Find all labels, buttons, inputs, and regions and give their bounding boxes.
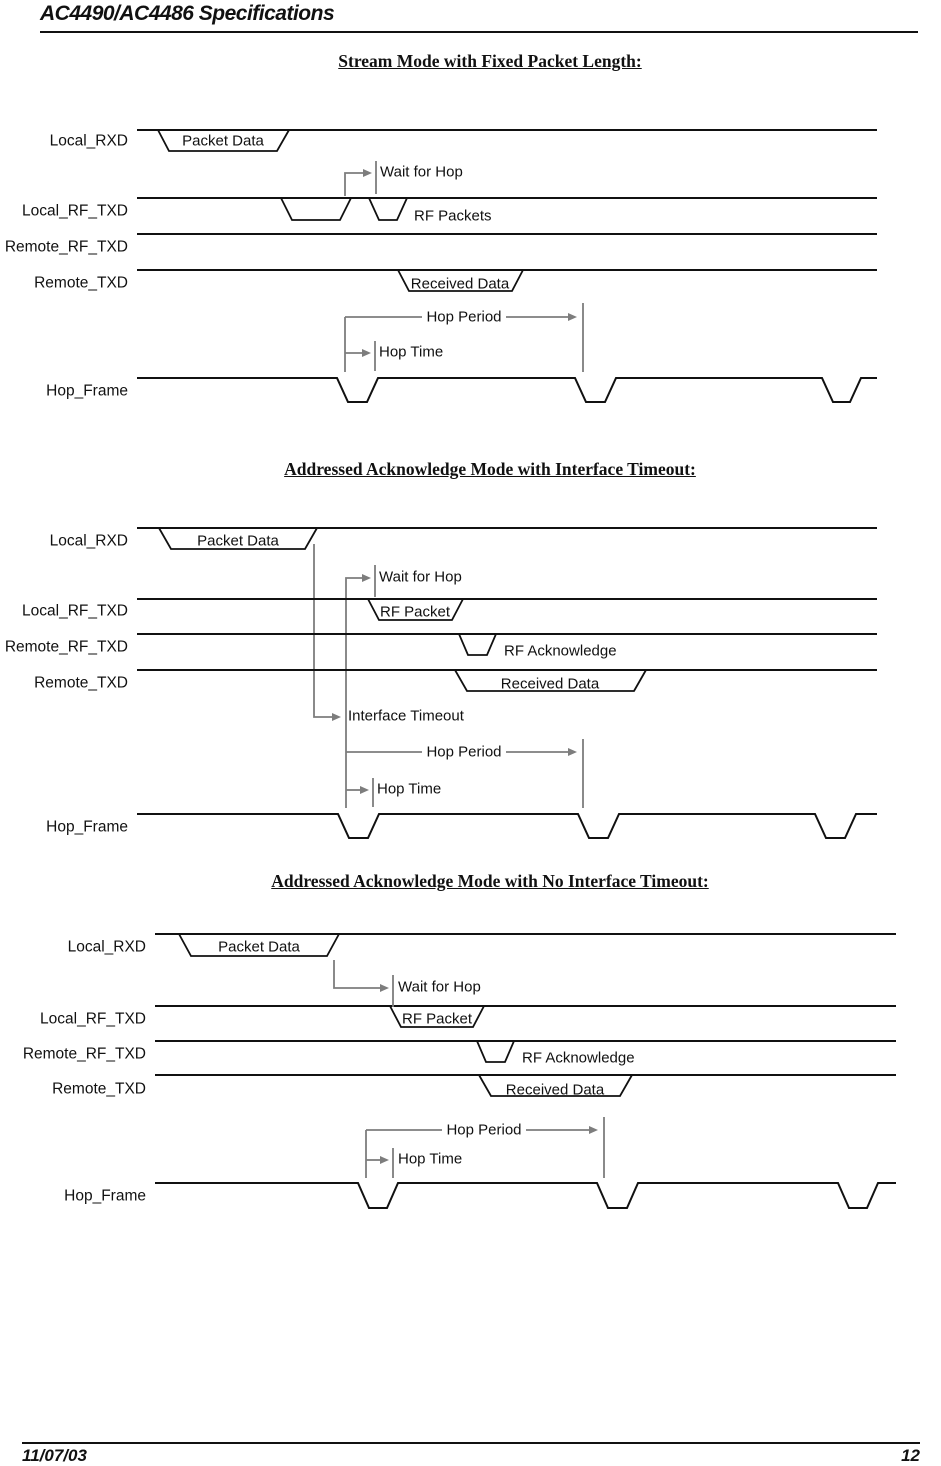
wait-for-hop-arrow-line (344, 172, 364, 196)
annotation-rf-packet: RF Packet (380, 604, 451, 621)
section-title-ack-no-interface-timeout: Addressed Acknowledge Mode with No Inter… (271, 871, 709, 891)
arrowhead-right-icon (362, 574, 371, 582)
annotation-wait-for-hop: Wait for Hop (379, 569, 462, 586)
header-rule (40, 31, 918, 33)
wait-for-hop-arrow-line (333, 960, 381, 989)
signal-label-local-rf-txd: Local_RF_TXD (22, 203, 128, 220)
hop-period-label-bg (442, 1121, 526, 1139)
signal-label-remote-txd: Remote_TXD (34, 275, 128, 292)
arrowhead-right-icon (589, 1126, 598, 1134)
signal-label-remote-rf-txd: Remote_RF_TXD (5, 239, 128, 256)
annotation-wait-for-hop: Wait for Hop (398, 979, 481, 996)
annotation-wait-for-hop: Wait for Hop (380, 164, 463, 181)
packet-data-bus-shape (157, 129, 290, 152)
hop-frame-waveform (137, 377, 877, 403)
signal-label-remote-txd: Remote_TXD (34, 675, 128, 692)
annotation-packet-data: Packet Data (218, 939, 300, 956)
rf-packet-bus-shape-2 (368, 197, 408, 221)
annotation-received-data: Received Data (411, 276, 510, 293)
annotation-packet-data: Packet Data (182, 133, 264, 150)
signal-label-local-rxd: Local_RXD (68, 939, 146, 956)
arrowhead-right-icon (362, 349, 371, 357)
packet-data-bus-shape (158, 527, 318, 550)
annotation-interface-timeout: Interface Timeout (348, 708, 465, 725)
signal-label-local-rf-txd: Local_RF_TXD (22, 603, 128, 620)
signal-label-local-rxd: Local_RXD (50, 133, 128, 150)
annotation-hop-time: Hop Time (379, 344, 443, 361)
signal-label-remote-rf-txd: Remote_RF_TXD (23, 1046, 146, 1063)
rf-acknowledge-bus-shape (476, 1040, 515, 1063)
footer-rule (22, 1442, 920, 1444)
annotation-hop-time: Hop Time (377, 781, 441, 798)
rf-packet-bus-shape (389, 1005, 485, 1028)
arrowhead-right-icon (380, 984, 389, 992)
packet-data-bus-shape (178, 933, 340, 957)
received-data-bus-shape (478, 1074, 633, 1097)
signal-label-remote-txd: Remote_TXD (52, 1081, 146, 1098)
annotation-packet-data: Packet Data (197, 533, 279, 550)
signal-label-hop-frame: Hop_Frame (46, 383, 128, 400)
section-title-ack-interface-timeout: Addressed Acknowledge Mode with Interfac… (284, 459, 696, 479)
received-data-bus-shape (397, 269, 524, 292)
annotation-hop-period: Hop Period (446, 1122, 521, 1139)
received-data-bus-shape (454, 669, 647, 692)
signal-label-hop-frame: Hop_Frame (46, 819, 128, 836)
annotation-hop-period: Hop Period (426, 744, 501, 761)
hop-frame-waveform (155, 1182, 896, 1209)
signal-label-hop-frame: Hop_Frame (64, 1188, 146, 1205)
signal-label-local-rxd: Local_RXD (50, 533, 128, 550)
arrowhead-right-icon (332, 713, 341, 721)
hop-frame-waveform (137, 813, 877, 839)
rf-acknowledge-bus-shape (458, 633, 497, 656)
arrowhead-right-icon (363, 169, 372, 177)
annotation-hop-period: Hop Period (426, 309, 501, 326)
annotation-received-data: Received Data (506, 1082, 605, 1099)
arrowhead-right-icon (568, 313, 577, 321)
hop-period-label-bg (422, 743, 506, 761)
annotation-rf-packet: RF Packet (402, 1011, 473, 1028)
header-title: AC4490/AC4486 Specifications (40, 2, 335, 25)
rf-packet-bus-shape (367, 598, 464, 621)
arrowhead-right-icon (360, 786, 369, 794)
annotation-rf-acknowledge: RF Acknowledge (504, 643, 617, 660)
annotation-rf-packets: RF Packets (414, 208, 492, 225)
timing-diagram-ack-interface-timeout: Local_RXD Local_RF_TXD Remote_RF_TXD Rem… (5, 527, 877, 839)
section-title-stream-mode: Stream Mode with Fixed Packet Length: (338, 51, 642, 71)
annotation-received-data: Received Data (501, 676, 600, 693)
rf-packet-bus-shape-1 (280, 197, 352, 221)
timing-diagram-ack-no-interface-timeout: Local_RXD Local_RF_TXD Remote_RF_TXD Rem… (23, 933, 896, 1209)
arrowhead-right-icon (568, 748, 577, 756)
annotation-rf-acknowledge: RF Acknowledge (522, 1050, 635, 1067)
interface-timeout-start-line (313, 544, 333, 718)
footer-page-number: 12 (901, 1446, 920, 1465)
footer-date: 11/07/03 (22, 1446, 87, 1465)
hop-period-label-bg (422, 308, 506, 326)
hop-edge-reference-line (345, 577, 364, 808)
signal-label-local-rf-txd: Local_RF_TXD (40, 1011, 146, 1028)
annotation-hop-time: Hop Time (398, 1151, 462, 1168)
arrowhead-right-icon (380, 1156, 389, 1164)
signal-label-remote-rf-txd: Remote_RF_TXD (5, 639, 128, 656)
timing-diagram-stream-mode: Local_RXD Local_RF_TXD Remote_RF_TXD Rem… (5, 129, 877, 403)
